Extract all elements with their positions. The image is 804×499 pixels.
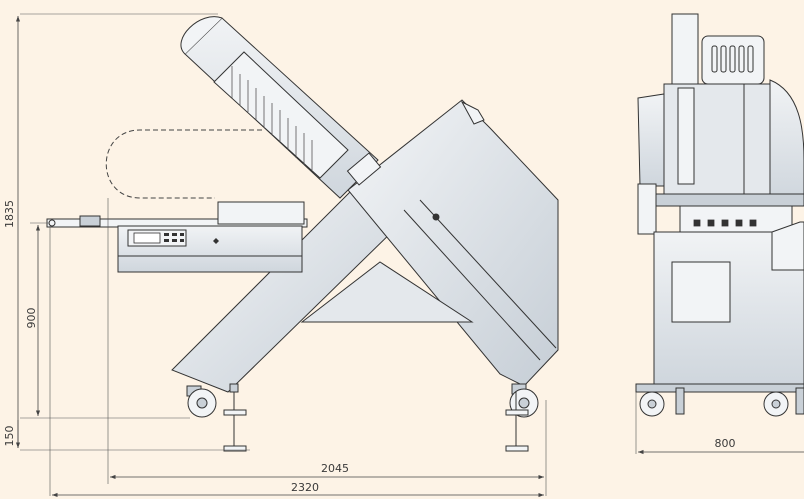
carriage-arm-cap [180, 16, 223, 55]
left-caster [186, 385, 217, 418]
conveyor-tab [79, 215, 101, 227]
front-right-dome [769, 79, 804, 201]
vent-slots [711, 45, 754, 73]
dimension-labels: 1835 900 150 2045 2320 800 [3, 200, 736, 494]
housing-knob [432, 213, 440, 221]
dimension-lines [15, 13, 804, 498]
carriage-cylinder [346, 152, 382, 186]
dim-body-length: 2045 [321, 462, 349, 475]
dim-foot-height: 150 [3, 426, 16, 447]
product-grip-ribs [213, 51, 349, 179]
carriage-swing-outline [105, 129, 262, 199]
right-foot [505, 392, 529, 452]
control-keys [164, 233, 184, 242]
dim-table-height: 900 [25, 308, 38, 329]
left-foot [223, 383, 247, 452]
front-door-panel [671, 261, 731, 323]
lower-center-panel [300, 261, 474, 323]
side-view [46, 16, 559, 452]
dim-total-length: 2320 [291, 481, 319, 494]
front-view [635, 13, 804, 417]
dim-width: 800 [715, 437, 736, 450]
front-right-caster [763, 387, 804, 417]
carriage-plate [217, 201, 305, 225]
top-handle [460, 100, 485, 125]
front-left-caster [639, 387, 685, 417]
front-motor-box [701, 35, 765, 85]
control-display [133, 232, 161, 244]
dim-total-height: 1835 [3, 200, 16, 228]
front-cross-beam [639, 193, 804, 207]
front-main-housing [637, 93, 665, 187]
